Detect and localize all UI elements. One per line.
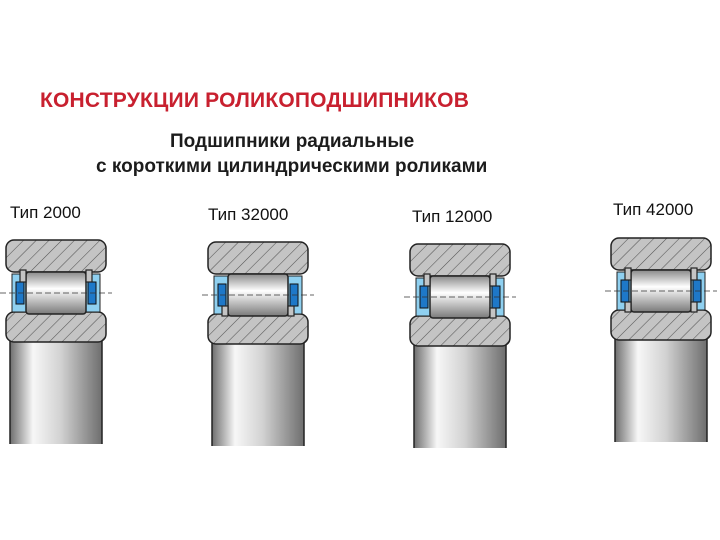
- outer-ring: [207, 241, 309, 275]
- inner-ring: [610, 309, 712, 341]
- bearing-type-42000-drawing: [605, 237, 717, 442]
- shaft-bore: [212, 336, 304, 446]
- bearing-label-type-2000: Тип 2000: [10, 203, 81, 222]
- bearing-label-type-12000: Тип 12000: [412, 207, 493, 226]
- outer-ring: [610, 237, 712, 271]
- inner-ring: [409, 315, 511, 347]
- bearing-type-32000-drawing: [202, 241, 314, 446]
- outer-rib: [624, 267, 632, 281]
- bearing-type-12000-drawing: [404, 243, 516, 448]
- outer-rib: [489, 273, 497, 287]
- bearing-type-12000: [404, 242, 519, 457]
- bearing-type-32000: [202, 240, 317, 455]
- outer-rib: [85, 269, 93, 283]
- bearing-label-type-32000: Тип 32000: [208, 205, 289, 224]
- shaft-bore: [414, 338, 506, 448]
- bearing-label-type-42000: Тип 42000: [613, 200, 694, 219]
- shaft-bore: [10, 334, 102, 444]
- inner-rib: [489, 307, 497, 319]
- inner-rib: [287, 305, 295, 317]
- page-title: КОНСТРУКЦИИ РОЛИКОПОДШИПНИКОВ: [40, 89, 470, 112]
- outer-rib: [690, 267, 698, 281]
- inner-ring: [5, 311, 107, 343]
- outer-ring: [409, 243, 511, 277]
- bearing-type-2000: [0, 238, 115, 453]
- bearing-type-2000-drawing: [0, 239, 112, 444]
- inner-rib: [690, 301, 698, 313]
- shaft-bore: [615, 332, 707, 442]
- inner-rib: [221, 305, 229, 317]
- outer-ring: [5, 239, 107, 273]
- subtitle-line-2: с короткими цилиндрическими роликами: [96, 156, 488, 177]
- inner-rib: [624, 301, 632, 313]
- bearing-type-42000: [605, 236, 720, 451]
- inner-ring: [207, 313, 309, 345]
- subtitle-line-1: Подшипники радиальные: [170, 131, 415, 152]
- outer-rib: [423, 273, 431, 287]
- outer-rib: [19, 269, 27, 283]
